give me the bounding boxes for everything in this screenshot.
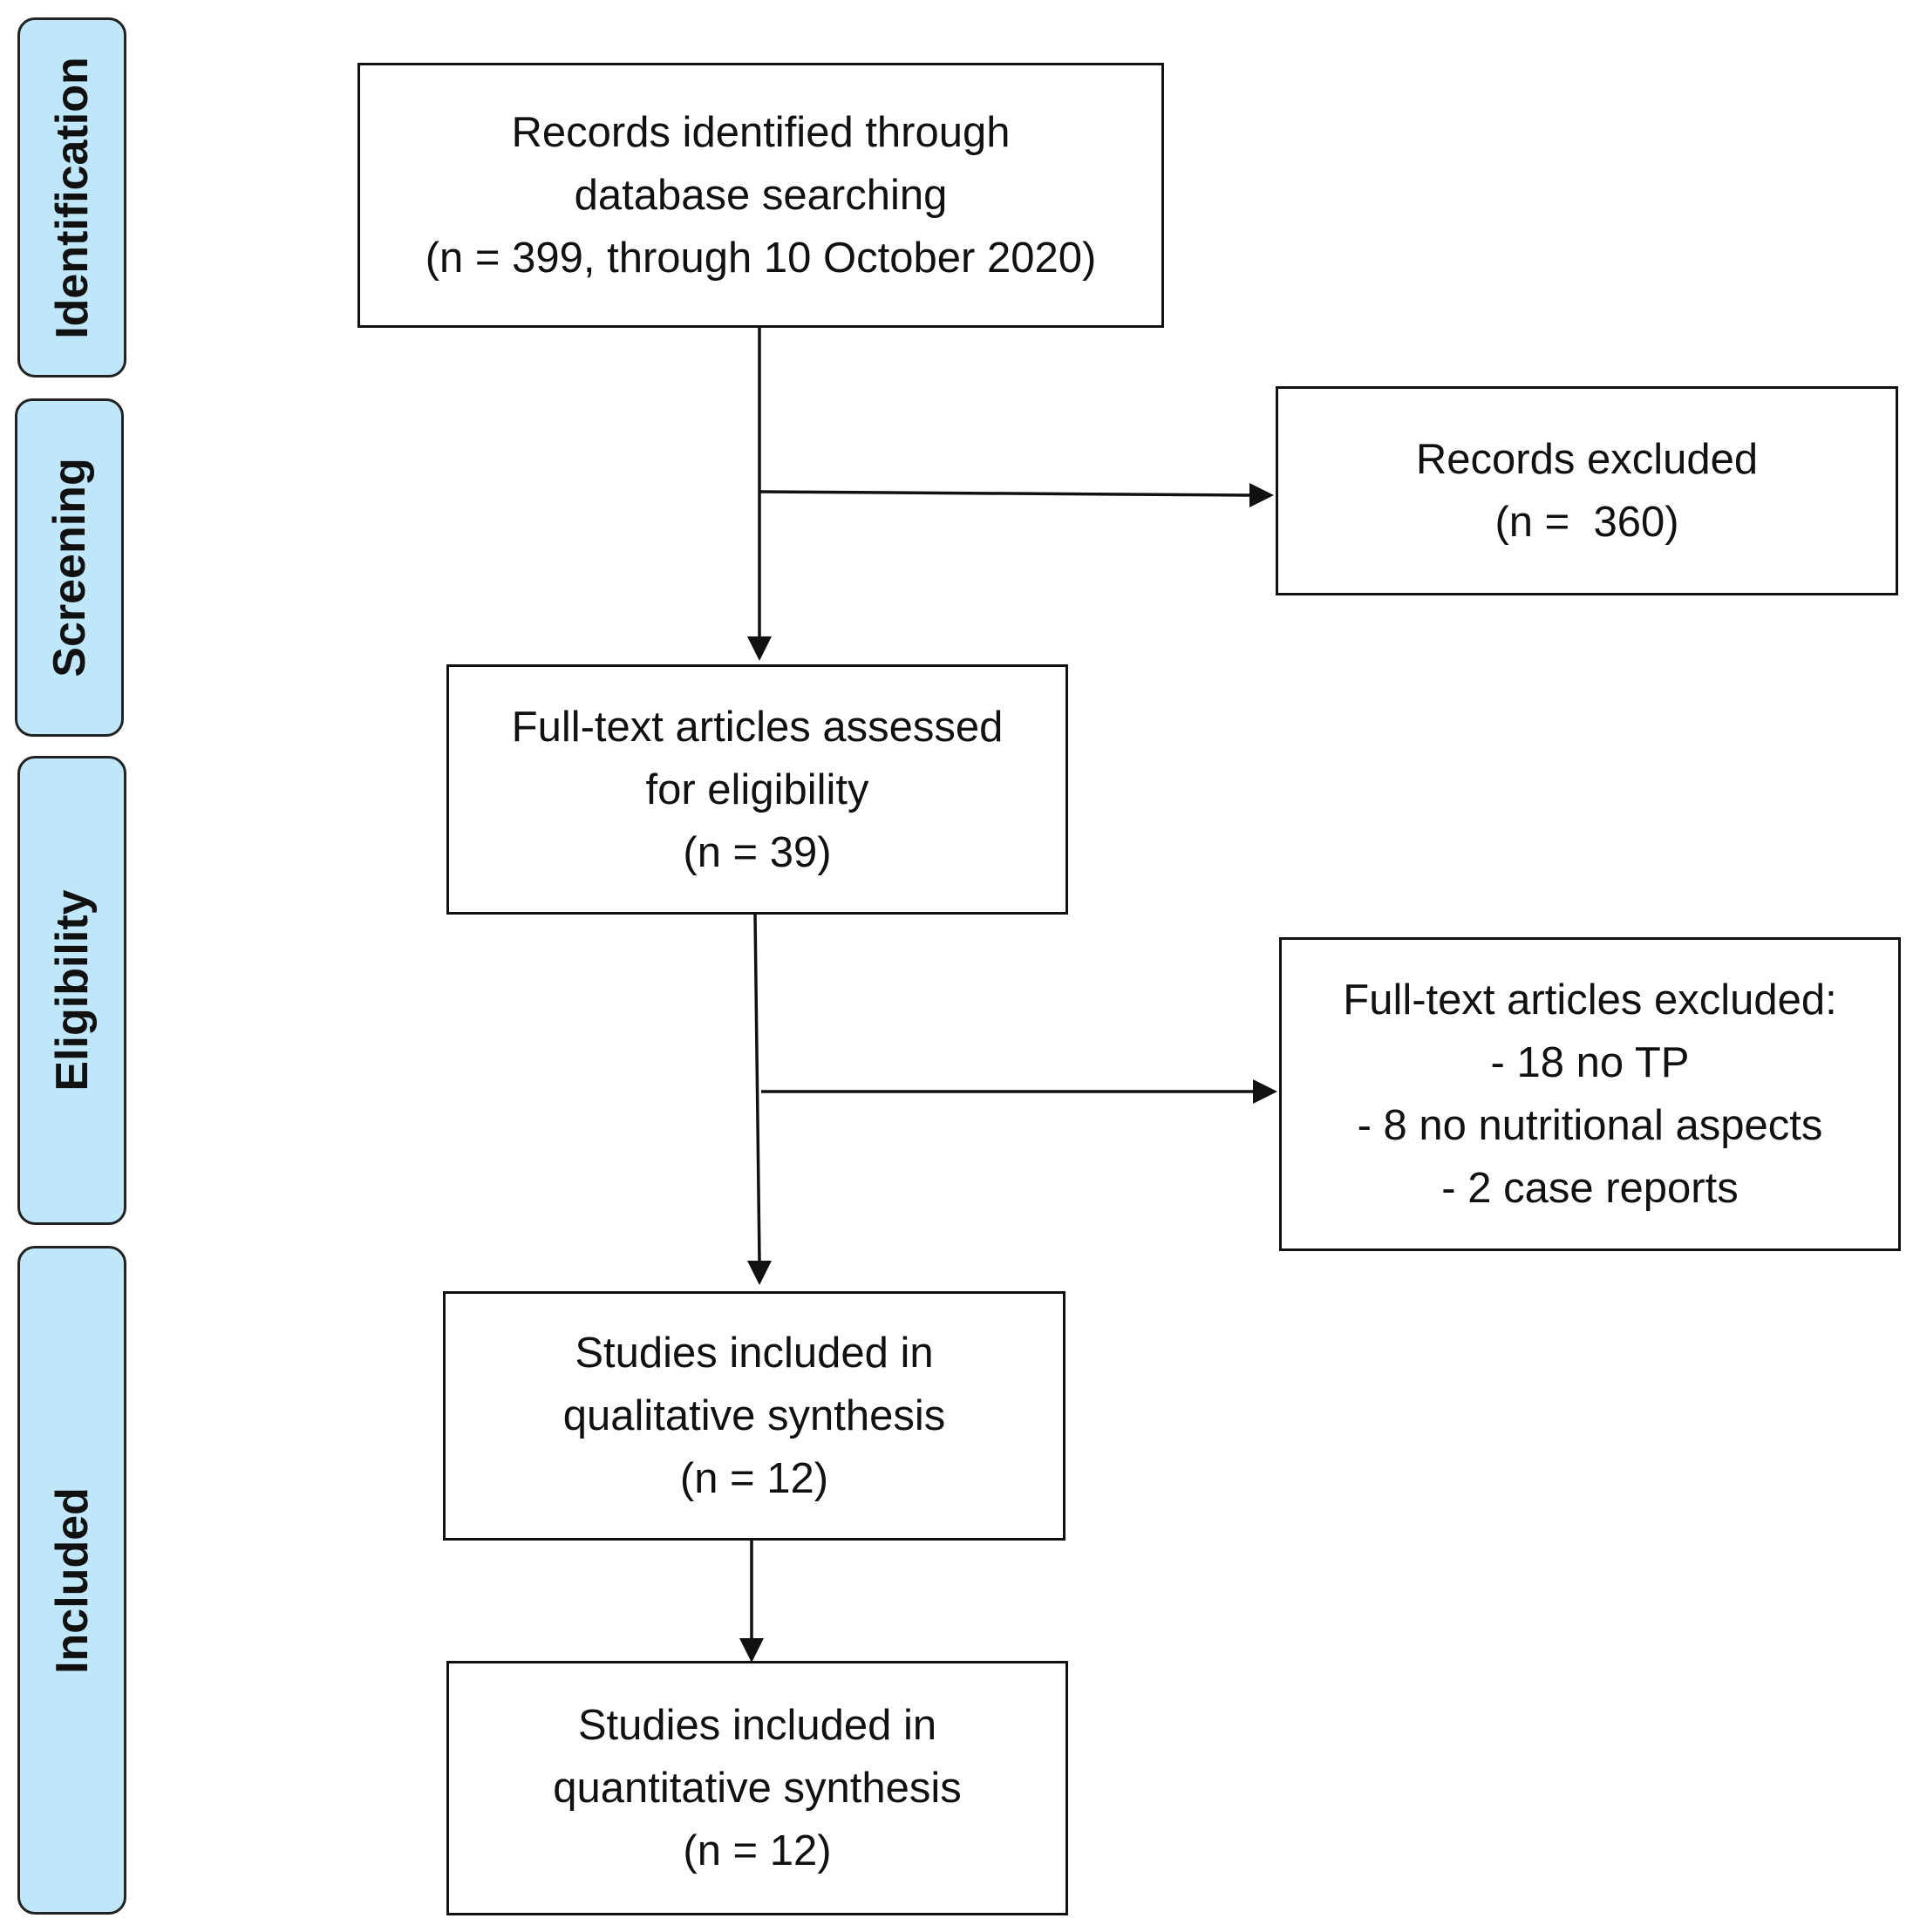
box-records-identified: Records identified through database sear…	[357, 63, 1164, 328]
box-qualitative-synthesis: Studies included in qualitative synthesi…	[443, 1291, 1065, 1541]
stage-identification: Identification	[17, 17, 126, 378]
box-records-excluded-line2: (n = 360)	[1494, 499, 1679, 546]
stage-screening: Screening	[15, 398, 124, 737]
box-quantitative-synthesis-line1: Studies included in	[577, 1702, 937, 1749]
box-records-excluded: Records excluded (n = 360)	[1276, 386, 1898, 595]
stage-included: Included	[17, 1246, 126, 1915]
box-qualitative-synthesis-line2: qualitative synthesis	[562, 1392, 946, 1439]
box-quantitative-synthesis-line3: (n = 12)	[683, 1827, 832, 1874]
box-fulltext-excluded-line2: - 18 no TP	[1490, 1039, 1690, 1086]
stage-eligibility: Eligibility	[17, 756, 126, 1225]
box-fulltext-assessed-line2: for eligibility	[645, 765, 869, 813]
box-fulltext-excluded: Full-text articles excluded: - 18 no TP …	[1279, 937, 1901, 1251]
box-fulltext-assessed-line3: (n = 39)	[683, 828, 832, 876]
box-fulltext-assessed-line1: Full-text articles assessed	[511, 703, 1004, 751]
arrow-assessed-to-qualitative	[753, 914, 761, 1262]
box-fulltext-assessed: Full-text articles assessed for eligibil…	[446, 664, 1068, 915]
box-records-excluded-line1: Records excluded	[1415, 436, 1759, 483]
box-qualitative-synthesis-line3: (n = 12)	[679, 1455, 829, 1502]
box-records-identified-line3: (n = 399, through 10 October 2020)	[425, 235, 1097, 282]
box-qualitative-synthesis-line1: Studies included in	[575, 1330, 934, 1377]
box-fulltext-excluded-line3: - 8 no nutritional aspects	[1357, 1102, 1823, 1149]
box-quantitative-synthesis-line2: quantitative synthesis	[553, 1765, 962, 1812]
arrow-to-records-excluded	[759, 490, 1250, 497]
box-records-identified-line2: database searching	[574, 172, 948, 219]
box-fulltext-excluded-line1: Full-text articles excluded:	[1343, 976, 1837, 1024]
box-quantitative-synthesis: Studies included in quantitative synthes…	[446, 1661, 1068, 1915]
box-fulltext-excluded-line4: - 2 case reports	[1441, 1165, 1739, 1212]
box-records-identified-line1: Records identified through	[511, 109, 1011, 156]
